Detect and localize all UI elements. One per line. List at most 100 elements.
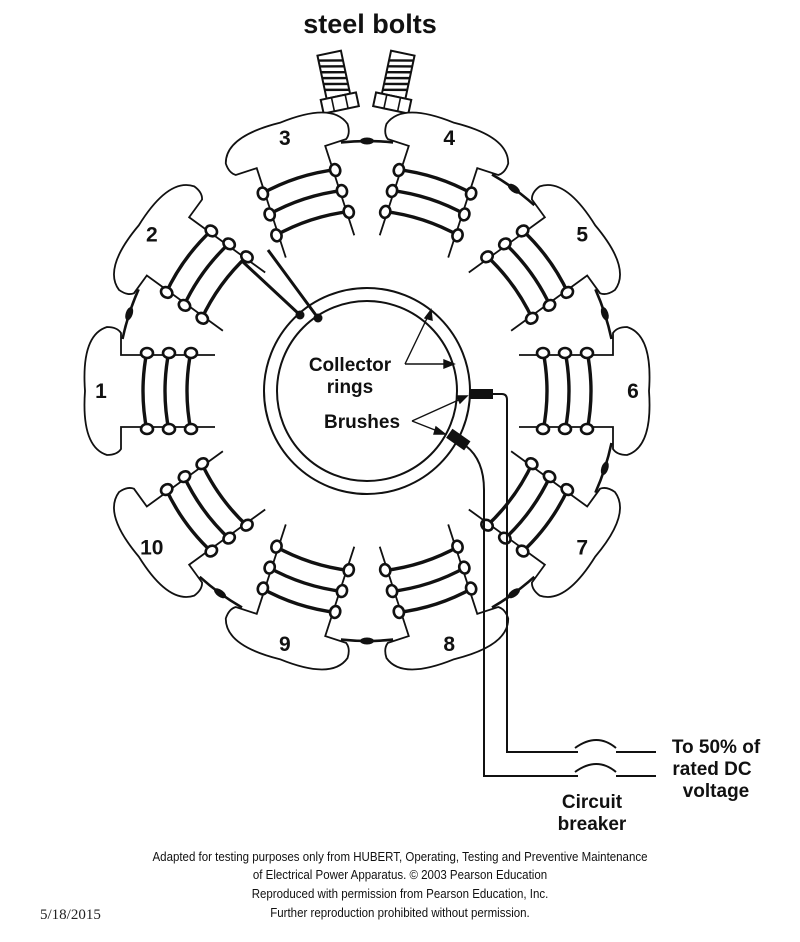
coil-loop [342, 204, 356, 220]
supply-label-2: rated DC [672, 759, 751, 780]
ring-terminal-inner [313, 313, 323, 323]
pole-label: 10 [140, 536, 163, 559]
credit-line-1: Adapted for testing purposes only from H… [152, 850, 648, 864]
pole-label: 5 [576, 224, 588, 247]
coil-loop [524, 457, 539, 471]
coil-loop [335, 583, 349, 599]
pole-core-outline [113, 184, 266, 332]
pole-4 [378, 111, 510, 258]
coil-loop [480, 250, 495, 264]
coil-loop [270, 539, 283, 554]
coil-loop [161, 346, 177, 360]
collector-callout-arrows [404, 308, 456, 370]
splice-connector [360, 137, 374, 145]
coil-loop [239, 518, 254, 532]
coil-loop [497, 237, 512, 251]
coil-loop [451, 539, 464, 554]
coil-loop [204, 224, 219, 238]
coil-loop [328, 162, 342, 178]
coil-loop [161, 422, 177, 436]
coil-loop [542, 298, 557, 313]
coil-loop [392, 162, 406, 178]
credit-line-4: Further reproduction prohibited without … [270, 906, 530, 920]
pole-10 [113, 450, 266, 598]
brush-upper [470, 389, 493, 399]
splice-connector [125, 306, 134, 321]
coil-loop [579, 422, 595, 436]
coil-loop [342, 562, 356, 578]
coil-loop [515, 224, 530, 238]
coil-loop [378, 204, 392, 220]
pole-core-outline [519, 326, 651, 456]
pole-6 [519, 326, 651, 456]
pole-label: 1 [95, 380, 107, 403]
pole-label: 4 [443, 127, 455, 150]
pole-core-outline [378, 524, 510, 671]
coil-loop [239, 250, 254, 264]
coil-loop [270, 228, 283, 243]
coil-loop [139, 422, 155, 436]
coil-loop [183, 422, 199, 436]
ring-terminal-outer [295, 310, 305, 320]
coil-loop [177, 469, 192, 484]
date-stamp: 5/18/2015 [40, 907, 101, 923]
collector-ring-inner [276, 300, 458, 482]
coil-loop [535, 422, 551, 436]
coil-loop [195, 457, 210, 471]
brushes-callout-arrows [411, 395, 469, 435]
coil-loop [177, 298, 192, 313]
supply-label: To 50% of [672, 737, 761, 758]
credit-line-2: of Electrical Power Apparatus. © 2003 Pe… [252, 868, 548, 882]
coil-loop [392, 604, 406, 620]
coil-loop [256, 186, 270, 201]
coil-loop [256, 581, 270, 596]
pole-connections [121, 137, 613, 645]
coil-loop [385, 583, 399, 599]
coil-loop [263, 207, 277, 222]
pole-core-outline [224, 524, 356, 671]
pole-label: 9 [279, 633, 291, 656]
coil-loop [159, 482, 174, 497]
pole-core-outline [468, 184, 621, 332]
pole-label: 6 [627, 380, 639, 403]
credit-line-3: Reproduced with permission from Pearson … [251, 887, 549, 901]
collector-rings-label-2: rings [327, 377, 373, 398]
pole-7 [468, 450, 621, 598]
coil-loop [378, 562, 392, 578]
coil-loop [557, 422, 573, 436]
pole-5 [468, 184, 621, 332]
coil-loop [579, 346, 595, 360]
splice-connector [507, 588, 520, 599]
coil-loop [159, 285, 174, 300]
ring-leads [241, 249, 320, 319]
steel-bolt-left [316, 49, 361, 115]
coil-loop [515, 544, 530, 558]
coil-loop [464, 186, 478, 201]
coil-loop [542, 469, 557, 484]
coil-loop [524, 311, 539, 325]
coil-loop [385, 183, 399, 199]
circuit-breaker [574, 739, 617, 773]
supply-wiring [465, 393, 656, 777]
pole-3 [224, 111, 356, 258]
collector-rings-label: Collector [309, 355, 392, 376]
splice-connector [600, 461, 609, 476]
circuit-breaker-label: Circuit [562, 792, 623, 813]
pole-label: 3 [279, 127, 291, 150]
supply-label-3: voltage [683, 781, 750, 802]
pole-label: 8 [443, 633, 455, 656]
coil-loop [557, 346, 573, 360]
pole-core-outline [113, 450, 266, 598]
circuit-breaker-label-2: breaker [558, 814, 627, 835]
pole-core-outline [224, 111, 356, 258]
coil-loop [139, 346, 155, 360]
coil-loop [464, 581, 478, 596]
coil-loop [222, 237, 237, 251]
coil-loop [451, 228, 464, 243]
coil-loop [263, 560, 277, 575]
splice-connector [214, 588, 227, 599]
pole-9 [224, 524, 356, 671]
brushes-label: Brushes [324, 412, 400, 433]
coil-loop [535, 346, 551, 360]
